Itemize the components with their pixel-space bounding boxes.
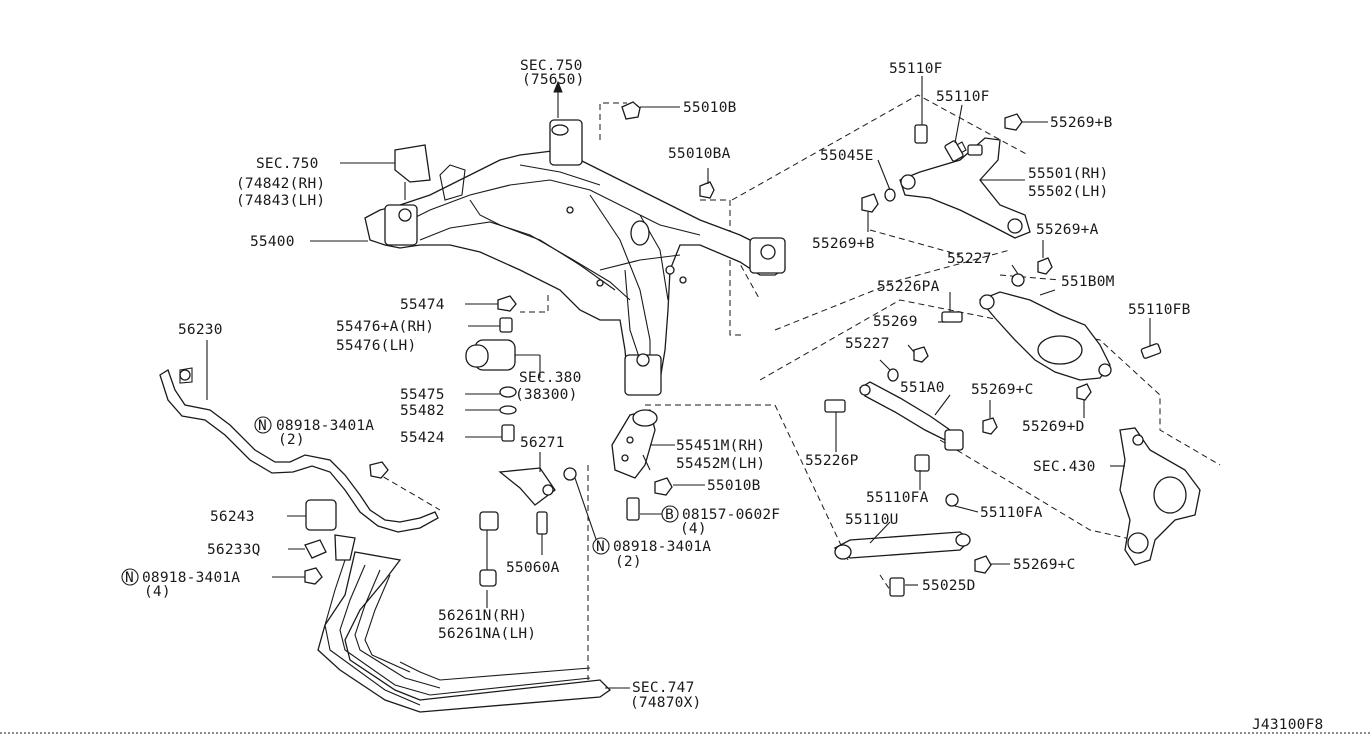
dashed-assembly-lines: [374, 94, 1221, 680]
label-55010b-top: 55010B: [683, 100, 737, 116]
label-55110fb: 55110FB: [1128, 302, 1191, 318]
rear-mount-55451M: [611, 409, 658, 479]
b-mark-circle: [661, 505, 679, 523]
label-08918-mid-qty: (2): [615, 554, 642, 570]
label-08157-qty: (4): [680, 521, 707, 537]
label-55501: 55501(RH): [1028, 166, 1108, 182]
label-55269a: 55269+A: [1036, 222, 1099, 238]
label-55045e: 55045E: [820, 148, 874, 164]
label-55400: 55400: [250, 234, 295, 250]
label-74842: (74842(RH): [236, 176, 325, 192]
label-55269d: 55269+D: [1022, 419, 1085, 435]
label-55452m: 55452M(LH): [676, 456, 765, 472]
label-551a0: 551A0: [900, 380, 945, 396]
part-labels: SEC.750 (75650) 55010B 55010BA SEC.750 (…: [142, 58, 1323, 733]
label-55110f-a: 55110F: [889, 61, 943, 77]
n-mark-left-circle: [254, 416, 272, 434]
link-551A0: [859, 381, 964, 451]
label-sec750-left: SEC.750: [256, 156, 319, 172]
label-55010b-mid: 55010B: [707, 478, 761, 494]
label-55476a: 55476+A(RH): [336, 319, 434, 335]
link-55110U: [833, 531, 971, 560]
label-55475: 55475: [400, 387, 445, 403]
n-mark-bottom: N: [125, 570, 134, 586]
n-mark-left: N: [258, 418, 267, 434]
label-55010ba: 55010BA: [668, 146, 731, 162]
label-55476: 55476(LH): [336, 338, 416, 354]
label-55424: 55424: [400, 430, 445, 446]
rear-suspension-member: [364, 119, 786, 396]
label-55227-a: 55227: [947, 251, 992, 267]
label-55227-b: 55227: [845, 336, 890, 352]
label-55110fa-a: 55110FA: [866, 490, 929, 506]
label-56261n: 56261N(RH): [438, 608, 527, 624]
leader-lines: [206, 76, 1151, 689]
diagram-code: J43100F8: [1252, 717, 1323, 733]
label-551b0m: 551B0M: [1061, 274, 1115, 290]
label-55474: 55474: [400, 297, 445, 313]
label-sec747-sub: (74870X): [630, 695, 701, 711]
label-sec380: SEC.380: [519, 370, 582, 386]
label-08918-left-qty: (2): [278, 432, 305, 448]
label-55110f-b: 55110F: [936, 89, 990, 105]
label-08918-bot: 08918-3401A: [142, 570, 240, 586]
axle-knuckle: [1119, 427, 1201, 566]
label-55269c-a: 55269+C: [971, 382, 1034, 398]
label-sec750-top: SEC.750: [520, 58, 583, 74]
n-mark-mid-circle: [592, 537, 610, 555]
label-55269b-mid: 55269+B: [812, 236, 875, 252]
label-55451m: 55451M(RH): [676, 438, 765, 454]
label-08157: 08157-0602F: [682, 507, 780, 523]
label-56271: 56271: [520, 435, 565, 451]
label-55025d: 55025D: [922, 578, 976, 594]
label-56261na: 56261NA(LH): [438, 626, 536, 642]
label-55482: 55482: [400, 403, 445, 419]
label-55502: 55502(LH): [1028, 184, 1108, 200]
label-08918-bot-qty: (4): [144, 584, 171, 600]
label-56230: 56230: [178, 322, 223, 338]
label-55226pa: 55226PA: [877, 279, 940, 295]
n-mark-mid: N: [596, 539, 605, 555]
upper-link-55501: [899, 137, 1031, 239]
b-mark: B: [665, 507, 674, 523]
floor-heat-shield: [317, 551, 612, 713]
label-55060a: 55060A: [506, 560, 560, 576]
circle-marks: N N N B: [121, 416, 679, 586]
label-sec430: SEC.430: [1033, 459, 1096, 475]
lower-arm-551B0M: [978, 291, 1112, 381]
label-55269b-top: 55269+B: [1050, 115, 1113, 131]
label-74843: (74843(LH): [236, 193, 325, 209]
label-55269: 55269: [873, 314, 918, 330]
label-08918-left: 08918-3401A: [276, 418, 374, 434]
label-sec747: SEC.747: [632, 680, 695, 696]
label-55269c-b: 55269+C: [1013, 557, 1076, 573]
label-sec380-sub: (38300): [515, 387, 578, 403]
label-56243: 56243: [210, 509, 255, 525]
hardware-parts: [304, 101, 1162, 597]
label-55110fa-b: 55110FA: [980, 505, 1043, 521]
label-55226p: 55226P: [805, 453, 859, 469]
stabilizer-bar: [159, 367, 439, 533]
label-sec750-top-sub: (75650): [522, 72, 585, 88]
n-mark-bottom-circle: [121, 568, 139, 586]
label-55110u: 55110U: [845, 512, 899, 528]
label-56233q: 56233Q: [207, 542, 261, 558]
label-08918-mid: 08918-3401A: [613, 539, 711, 555]
